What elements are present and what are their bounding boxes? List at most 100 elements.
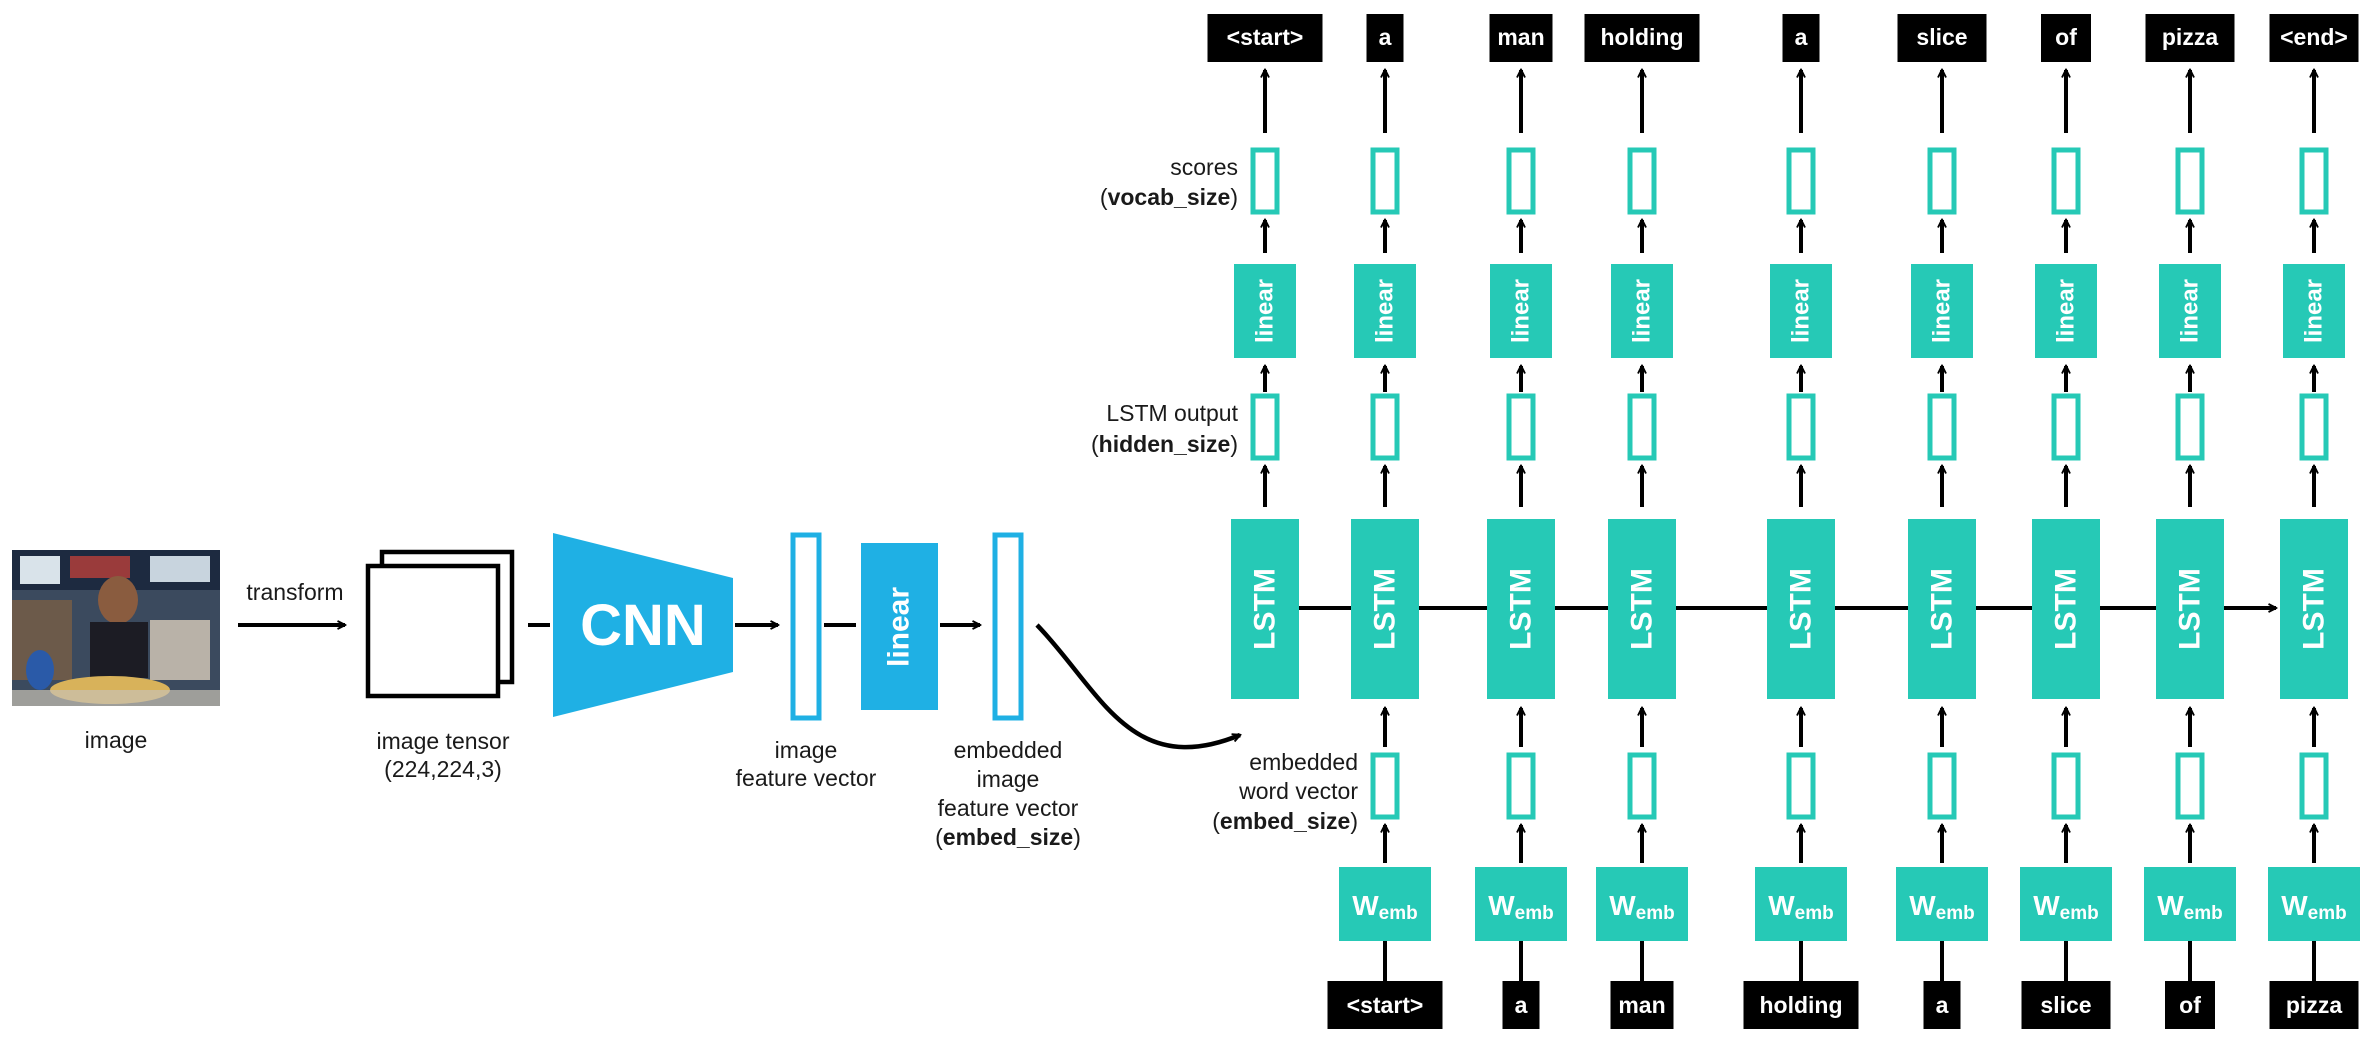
embedded-label-2: image bbox=[977, 766, 1040, 792]
unrolled-lstm: <start>linearLSTMalinearLSTMWemb<start>m… bbox=[1207, 14, 2360, 1029]
linear-label: linear bbox=[2301, 279, 2328, 343]
input-token-box bbox=[1743, 981, 1859, 1029]
output-token-box bbox=[1489, 14, 1553, 62]
output-token-box bbox=[1366, 14, 1404, 62]
image-tensor-label: image tensor bbox=[377, 728, 510, 754]
word-vector bbox=[2299, 752, 2329, 820]
wemb-label: Wemb bbox=[2281, 890, 2347, 924]
embedded-label-3: feature vector bbox=[938, 795, 1079, 821]
scores-vector bbox=[2051, 147, 2081, 215]
linear-label: linear bbox=[1629, 279, 1656, 343]
word-vector bbox=[1506, 752, 1536, 820]
scores-vector bbox=[1927, 147, 1957, 215]
input-token: holding bbox=[1759, 992, 1842, 1018]
image-tensor-icon bbox=[365, 549, 515, 699]
input-token-box bbox=[1502, 981, 1540, 1029]
lstm-output-vector bbox=[2175, 393, 2205, 461]
lstm-cell bbox=[1908, 519, 1976, 699]
output-token-box bbox=[1207, 14, 1323, 62]
output-token: man bbox=[1497, 24, 1544, 50]
output-token-box bbox=[1897, 14, 1987, 62]
image-embed-to-lstm-arrow bbox=[1035, 623, 1240, 750]
word-vector bbox=[1927, 752, 1957, 820]
linear-block bbox=[2159, 264, 2221, 358]
word-vector bbox=[1370, 752, 1400, 820]
input-token: slice bbox=[2040, 992, 2091, 1018]
wemb-block bbox=[2020, 867, 2112, 941]
lstm-cell bbox=[1231, 519, 1299, 699]
embedded-label-1: embedded bbox=[954, 737, 1063, 763]
lstm-output-vector bbox=[2299, 393, 2329, 461]
output-token: a bbox=[1379, 24, 1392, 50]
wemb-block bbox=[1596, 867, 1688, 941]
output-token: <start> bbox=[1227, 24, 1304, 50]
linear-block bbox=[1490, 264, 1552, 358]
input-token: pizza bbox=[2286, 992, 2342, 1018]
lstm-label: LSTM bbox=[2298, 568, 2331, 650]
scores-vector bbox=[2299, 147, 2329, 215]
output-token: of bbox=[2055, 24, 2077, 50]
output-token-box bbox=[2145, 14, 2235, 62]
lstm-output-label: LSTM output bbox=[1106, 400, 1238, 426]
scores-vector bbox=[1627, 147, 1657, 215]
output-token: holding bbox=[1600, 24, 1683, 50]
lstm-output-vector bbox=[1627, 393, 1657, 461]
output-token-box bbox=[1584, 14, 1700, 62]
word-vector bbox=[2175, 752, 2205, 820]
input-token-box bbox=[1327, 981, 1443, 1029]
wemb-label: Wemb bbox=[1909, 890, 1975, 924]
lstm-label: LSTM bbox=[1249, 568, 1282, 650]
lstm-cell bbox=[1608, 519, 1676, 699]
linear-block bbox=[2283, 264, 2345, 358]
output-token: a bbox=[1795, 24, 1808, 50]
scores-vector bbox=[1786, 147, 1816, 215]
input-photo bbox=[12, 550, 220, 706]
input-token-box bbox=[2021, 981, 2111, 1029]
wemb-block bbox=[1339, 867, 1431, 941]
linear-block bbox=[1770, 264, 1832, 358]
input-token-box bbox=[1923, 981, 1961, 1029]
wemb-block bbox=[1896, 867, 1988, 941]
scores-vector bbox=[1506, 147, 1536, 215]
linear-label: linear bbox=[1372, 279, 1399, 343]
cnn-label: CNN bbox=[580, 593, 706, 658]
wemb-block bbox=[2268, 867, 2360, 941]
image-label: image bbox=[85, 727, 148, 753]
word-vector-label-1: embedded bbox=[1249, 749, 1358, 775]
linear-block bbox=[1234, 264, 1296, 358]
lstm-label: LSTM bbox=[2174, 568, 2207, 650]
word-vector bbox=[1786, 752, 1816, 820]
lstm-label: LSTM bbox=[1626, 568, 1659, 650]
word-vector-label-2: word vector bbox=[1238, 778, 1358, 804]
word-vector-size-label: (embed_size) bbox=[1212, 808, 1358, 834]
linear-label: linear bbox=[2053, 279, 2080, 343]
linear-label: linear bbox=[1929, 279, 1956, 343]
input-token-box bbox=[2165, 981, 2215, 1029]
lstm-output-vector bbox=[2051, 393, 2081, 461]
lstm-output-vector bbox=[1370, 393, 1400, 461]
linear-block bbox=[2035, 264, 2097, 358]
input-token: a bbox=[1936, 992, 1949, 1018]
output-token-box bbox=[2269, 14, 2359, 62]
linear-block bbox=[1354, 264, 1416, 358]
embedded-image-vector bbox=[992, 532, 1024, 721]
wemb-label: Wemb bbox=[2157, 890, 2223, 924]
lstm-cell bbox=[2280, 519, 2348, 699]
scores-label: scores bbox=[1170, 154, 1238, 180]
lstm-output-vector bbox=[1250, 393, 1280, 461]
wemb-label: Wemb bbox=[1768, 890, 1834, 924]
scores-vector bbox=[1370, 147, 1400, 215]
lstm-output-vector bbox=[1506, 393, 1536, 461]
wemb-block bbox=[1755, 867, 1847, 941]
transform-label: transform bbox=[246, 579, 343, 605]
image-feature-vector bbox=[790, 532, 822, 721]
input-token-box bbox=[1610, 981, 1674, 1029]
image-tensor-shape: (224,224,3) bbox=[384, 756, 502, 782]
lstm-label: LSTM bbox=[1926, 568, 1959, 650]
scores-size-label: (vocab_size) bbox=[1100, 184, 1238, 210]
word-vector bbox=[2051, 752, 2081, 820]
lstm-label: LSTM bbox=[1369, 568, 1402, 650]
image-linear-block bbox=[861, 543, 938, 710]
linear-block bbox=[1911, 264, 1973, 358]
cnn-block bbox=[553, 533, 733, 717]
